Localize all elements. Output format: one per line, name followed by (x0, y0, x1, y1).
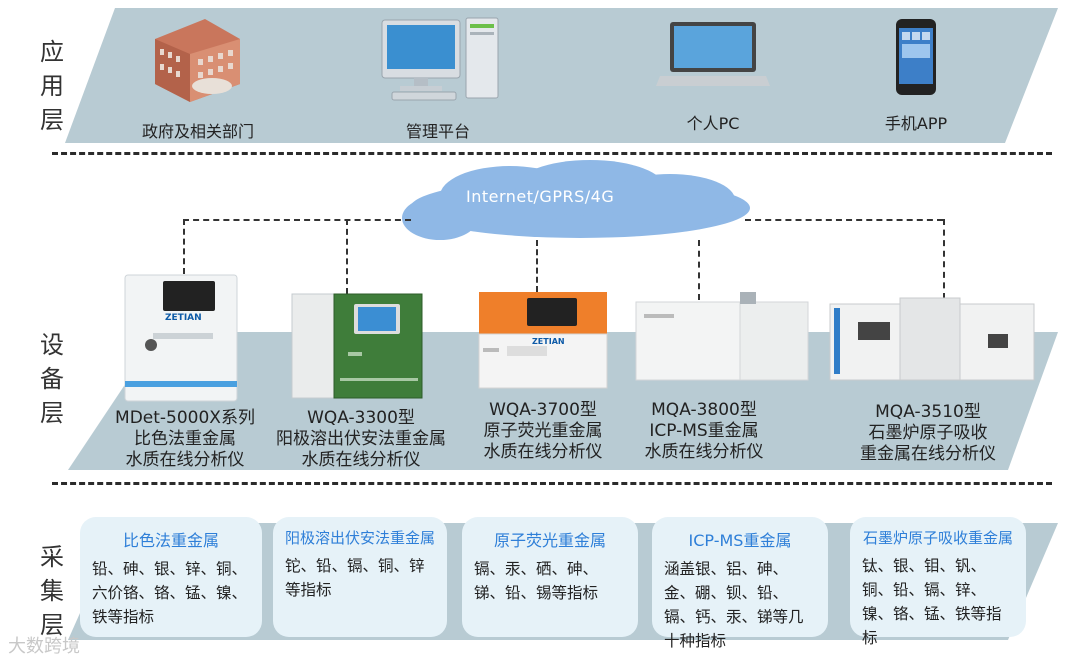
collection-card-anodic-stripping: 阳极溶出伏安法重金属 铊、铅、镉、铜、锌等指标 (273, 517, 447, 637)
government-building-icon (150, 14, 245, 108)
collection-card-graphite-furnace: 石墨炉原子吸收重金属 钛、银、钼、钒、铜、铅、镉、锌、镍、铬、锰、铁等指标 (850, 517, 1026, 647)
analyzer-wqa-3300-icon (290, 292, 425, 404)
device-layer-label: 设备层 (40, 331, 64, 427)
card-title: 原子荧光重金属 (493, 531, 606, 550)
government-label: 政府及相关部门 (141, 122, 254, 141)
separator-bottom (52, 482, 1052, 485)
cloud-icon (400, 158, 760, 252)
smartphone-icon (895, 18, 937, 100)
connector-device-2 (346, 219, 348, 294)
network-label: Internet/GPRS/4G (466, 187, 615, 206)
card-body: 铊、铅、镉、铜、锌等指标 (285, 557, 425, 599)
connector-device-4 (698, 240, 700, 300)
card-body: 钛、银、钼、钒、铜、铅、镉、锌、镍、铬、锰、铁等指标 (862, 557, 1002, 647)
collection-card-atomic-fluorescence: 原子荧光重金属 镉、汞、硒、砷、锑、铅、锡等指标 (462, 517, 638, 637)
connector-device-1 (183, 219, 185, 274)
watermark: 大数跨境 (8, 636, 80, 657)
connector-device-5 (943, 219, 945, 299)
device-caption-wqa-3700: WQA-3700型 原子荧光重金属 水质在线分析仪 (483, 400, 603, 462)
laptop-icon (656, 20, 771, 96)
application-band (0, 0, 1080, 150)
desktop-computer-icon (380, 16, 505, 108)
device-caption-wqa-3300: WQA-3300型 阳极溶出伏安法重金属 水质在线分析仪 (276, 408, 446, 470)
device-brand-label: ZETIAN (165, 313, 202, 323)
connector-device-3 (536, 240, 538, 292)
card-title: 石墨炉原子吸收重金属 (862, 529, 1013, 547)
card-body: 镉、汞、硒、砷、锑、铅、锡等指标 (474, 560, 599, 602)
device-caption-mqa-3800: MQA-3800型 ICP-MS重金属 水质在线分析仪 (644, 400, 764, 462)
connector-left-horizontal (183, 219, 411, 221)
card-title: ICP-MS重金属 (688, 531, 792, 550)
analyzer-mqa-3510-icon (828, 294, 1038, 388)
application-layer-label: 应用层 (40, 38, 64, 134)
collection-card-colorimetric: 比色法重金属 铅、砷、银、锌、铜、六价铬、铬、锰、镍、铁等指标 (80, 517, 262, 637)
analyzer-wqa-3700-icon: ZETIAN (477, 290, 609, 394)
card-body: 涵盖银、铝、砷、金、硼、钡、铅、镉、钙、汞、锑等几十种指标 (664, 560, 804, 650)
device-caption-mqa-3510: MQA-3510型 石墨炉原子吸收 重金属在线分析仪 (860, 402, 996, 464)
card-body: 铅、砷、银、锌、铜、六价铬、铬、锰、镍、铁等指标 (92, 560, 248, 626)
separator-top (52, 152, 1052, 155)
analyzer-mqa-3800-icon (634, 290, 814, 386)
mobile-app-label: 手机APP (884, 114, 948, 133)
device-caption-mdet-5000x: MDet-5000X系列 比色法重金属 水质在线分析仪 (115, 408, 255, 470)
analyzer-mdet-5000x-icon: ZETIAN (123, 273, 241, 409)
card-title: 阳极溶出伏安法重金属 (285, 529, 436, 547)
device-brand-label: ZETIAN (532, 337, 565, 346)
connector-right-horizontal (745, 219, 943, 221)
management-platform-label: 管理平台 (405, 122, 470, 141)
card-title: 比色法重金属 (122, 531, 219, 550)
collection-layer-label: 采集层 (40, 543, 64, 639)
personal-pc-label: 个人PC (686, 114, 740, 133)
collection-card-icp-ms: ICP-MS重金属 涵盖银、铝、砷、金、硼、钡、铅、镉、钙、汞、锑等几十种指标 (652, 517, 828, 650)
